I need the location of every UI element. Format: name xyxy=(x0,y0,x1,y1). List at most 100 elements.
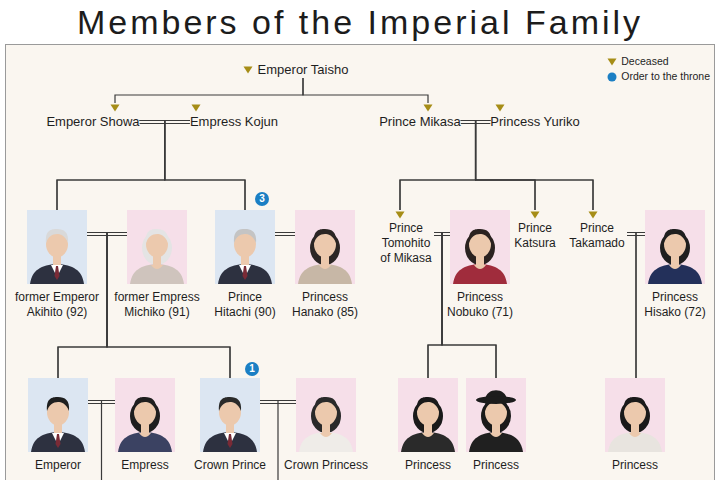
family-line xyxy=(636,233,645,379)
deceased-marker xyxy=(530,211,540,219)
portrait-box: Princess Nobuko (71) xyxy=(450,210,510,284)
family-line xyxy=(476,121,535,211)
portrait-ground xyxy=(450,210,510,284)
portrait-ground xyxy=(115,378,175,452)
hair-top xyxy=(469,229,491,243)
body xyxy=(298,264,352,284)
portrait xyxy=(466,378,526,452)
tie xyxy=(243,266,248,280)
title: Members of the Imperial Family xyxy=(0,2,720,42)
tie xyxy=(55,266,60,280)
legend: DeceasedOrder to the throne xyxy=(607,54,710,84)
family-line xyxy=(400,121,476,211)
deceased-triangle xyxy=(589,212,598,219)
neckline xyxy=(320,433,332,437)
deceased-marker xyxy=(110,104,120,112)
hair-top xyxy=(314,229,336,243)
hair-top xyxy=(219,397,241,411)
portrait xyxy=(28,378,88,452)
descent-line xyxy=(277,401,278,480)
person-name: Crown Princess xyxy=(284,458,368,473)
person-name: Prince Katsura xyxy=(505,221,565,251)
person-name: Prince Takamado xyxy=(567,221,627,251)
family-line xyxy=(140,121,245,211)
neckline xyxy=(422,433,434,437)
portrait-box: Crown Prince xyxy=(200,378,260,452)
person-name: Emperor xyxy=(35,458,81,473)
portrait-box: former Emperor Akihito (92) xyxy=(27,210,87,284)
portrait-box: Princess xyxy=(466,378,526,452)
legend-symbol xyxy=(607,57,617,67)
neckline xyxy=(629,433,641,437)
family-line xyxy=(303,78,428,103)
person-name: Prince Tomohito of Mikasa xyxy=(378,221,434,266)
person-name: Princess xyxy=(405,458,451,473)
neckline xyxy=(319,265,331,269)
hair-top xyxy=(134,397,156,411)
neckline xyxy=(474,265,486,269)
deceased-triangle xyxy=(192,105,201,112)
neckline xyxy=(151,265,163,269)
person-name: Princess xyxy=(612,458,658,473)
deceased-triangle xyxy=(243,67,252,74)
family-line xyxy=(57,121,190,211)
portrait-ground xyxy=(466,378,526,452)
body xyxy=(299,432,353,452)
person-name: Princess Yuriko xyxy=(490,114,579,130)
body xyxy=(453,264,507,284)
person-name: Emperor Showa xyxy=(46,114,139,130)
portrait-box: Princess xyxy=(605,378,665,452)
legend-text: Order to the throne xyxy=(621,70,710,83)
portrait xyxy=(215,210,275,284)
name-box: Prince Takamado xyxy=(567,210,627,251)
deceased-triangle xyxy=(396,212,405,219)
legend-text: Deceased xyxy=(621,55,668,68)
body xyxy=(648,264,702,284)
callout-number: 3 xyxy=(255,192,269,206)
portrait-ground xyxy=(296,378,356,452)
portrait-box: Prince Hitachi (90) xyxy=(215,210,275,284)
name-box: Prince Mikasa xyxy=(379,103,461,130)
family-line xyxy=(165,121,245,211)
deceased-marker xyxy=(243,66,253,74)
callout-number: 1 xyxy=(245,362,259,376)
deceased-marker xyxy=(191,104,201,112)
name-box: Princess Yuriko xyxy=(490,103,579,130)
deceased-marker xyxy=(495,104,505,112)
portrait-ground xyxy=(27,210,87,284)
body xyxy=(118,432,172,452)
name-box: Emperor Taisho xyxy=(243,62,349,78)
portrait-box: former Empress Michiko (91) xyxy=(127,210,187,284)
portrait-ground xyxy=(28,378,88,452)
body xyxy=(130,264,184,284)
person-name: Prince Hitachi (90) xyxy=(210,290,280,320)
family-line xyxy=(400,121,490,211)
body xyxy=(31,432,85,452)
portrait xyxy=(295,210,355,284)
hair-top xyxy=(146,229,168,243)
hat-brim xyxy=(476,396,516,404)
portrait xyxy=(605,378,665,452)
body xyxy=(218,264,272,284)
hair-top xyxy=(234,229,256,243)
portrait-box: Crown Princess xyxy=(296,378,356,452)
portrait-box: Emperor xyxy=(28,378,88,452)
family-line xyxy=(115,78,303,103)
marriage-line xyxy=(260,401,296,404)
marriage-line xyxy=(88,401,115,404)
legend-row: Order to the throne xyxy=(607,69,710,84)
portrait-ground xyxy=(215,210,275,284)
order-dot xyxy=(608,72,617,81)
family-line xyxy=(476,121,593,211)
deceased-triangle xyxy=(531,212,540,219)
deceased-triangle xyxy=(111,105,120,112)
portrait xyxy=(115,378,175,452)
person-name: Princess xyxy=(473,458,519,473)
title-bar: Members of the Imperial Family xyxy=(0,2,720,42)
neckline xyxy=(669,265,681,269)
deceased-marker xyxy=(588,211,598,219)
name-box: Prince Katsura xyxy=(505,210,565,251)
name-box: Empress Kojun xyxy=(190,103,278,130)
person-name: Princess Nobuko (71) xyxy=(445,290,515,320)
deceased-marker xyxy=(395,211,405,219)
